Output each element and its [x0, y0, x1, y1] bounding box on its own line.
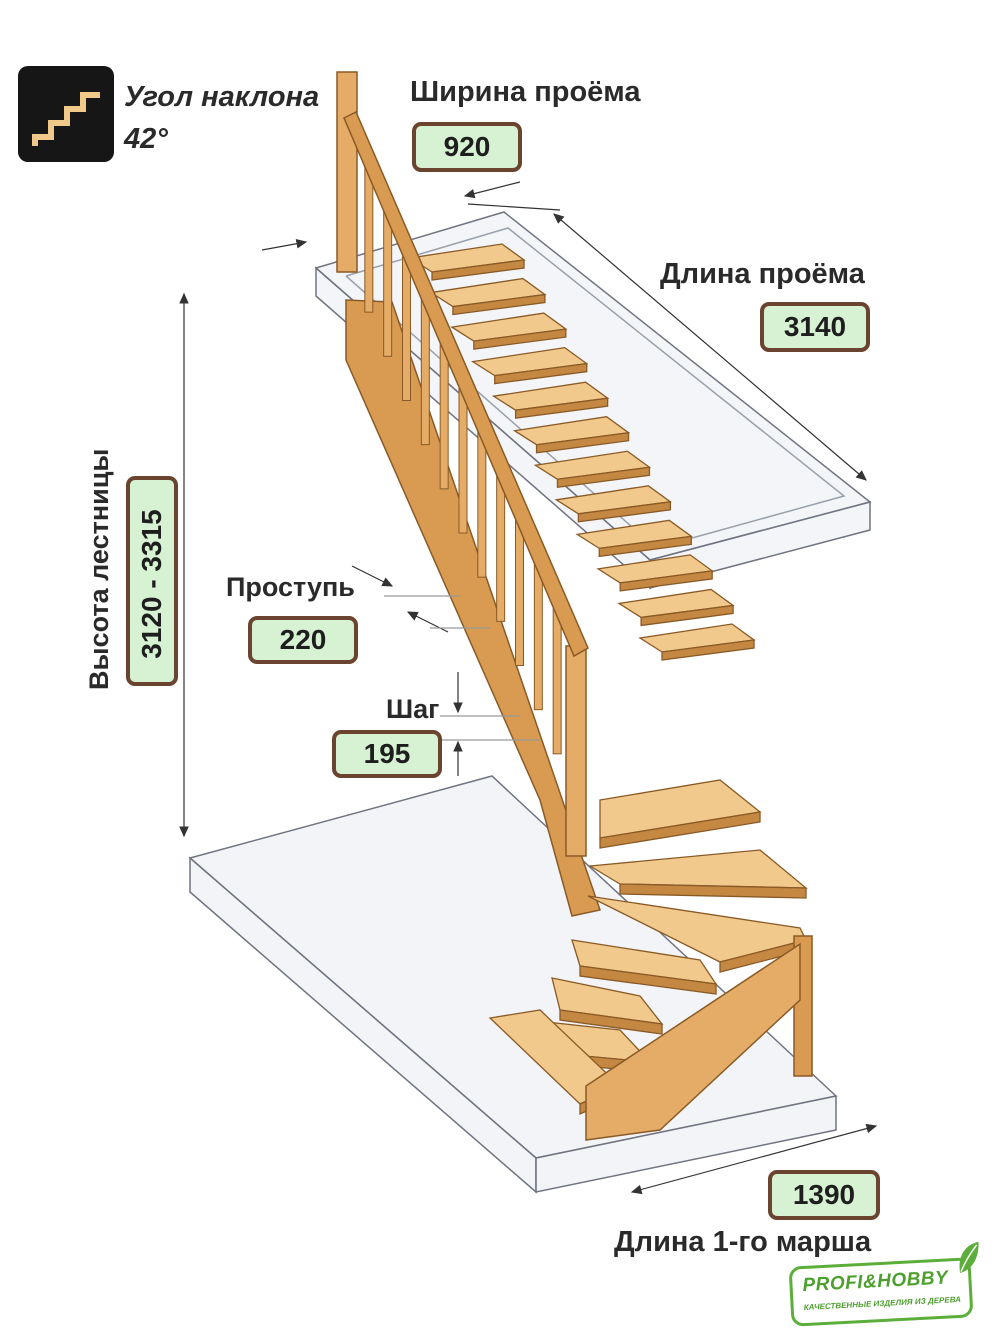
angle-label: Угол наклона	[124, 81, 320, 113]
brand-logo: PROFI&HOBBY КАЧЕСТВЕННЫЕ ИЗДЕЛИЯ ИЗ ДЕРЕ…	[788, 1241, 979, 1327]
tread-value: 220	[248, 616, 358, 664]
baluster	[402, 250, 411, 401]
dimension-lines	[179, 181, 878, 1195]
railing	[336, 71, 589, 857]
opening-length-value: 3140	[760, 302, 870, 352]
lower-winder-treads	[488, 779, 808, 1116]
opening-width-label: Ширина проёма	[410, 76, 641, 108]
angle-caption: Угол наклона 42°	[124, 76, 319, 160]
baluster	[496, 470, 506, 622]
leaf-icon	[959, 1241, 979, 1273]
first-flight-value: 1390	[768, 1170, 880, 1220]
step-value: 195	[332, 730, 442, 778]
baluster	[533, 559, 543, 711]
step-label: Шаг	[386, 694, 440, 724]
first-flight-label: Длина 1-го марша	[614, 1226, 872, 1258]
baluster	[383, 205, 393, 357]
tread-label: Проступь	[226, 572, 355, 602]
support-post	[585, 935, 813, 1141]
stair-height-label: Высота лестницы	[84, 448, 114, 690]
baluster	[552, 603, 562, 755]
baluster	[458, 382, 468, 534]
opening-length-label: Длина проёма	[660, 258, 865, 290]
winder-tread	[587, 849, 808, 889]
baluster	[439, 338, 449, 490]
brand-name: PROFI&HOBBY	[802, 1267, 949, 1297]
baluster	[420, 294, 430, 446]
stair-height-value: 3120 - 3315	[136, 509, 167, 659]
angle-value: 42°	[124, 123, 168, 155]
stairs-icon	[18, 66, 114, 162]
baluster	[477, 426, 487, 578]
brand-tagline: КАЧЕСТВЕННЫЕ ИЗДЕЛИЯ ИЗ ДЕРЕВА	[803, 1294, 962, 1313]
baluster	[364, 161, 374, 313]
baluster	[515, 515, 524, 666]
stair-height-box: 3120 - 3315	[126, 476, 178, 686]
opening-width-value: 920	[412, 122, 522, 172]
